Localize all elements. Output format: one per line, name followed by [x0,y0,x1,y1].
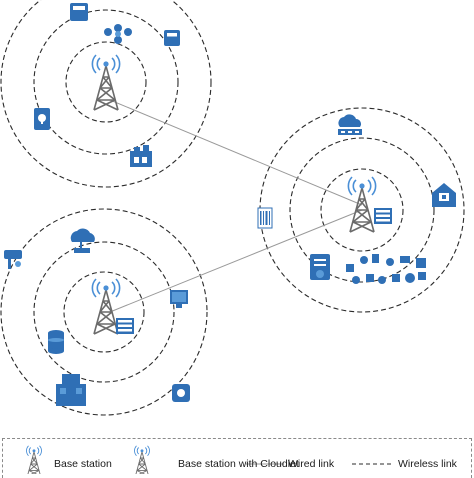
iot-tag-icon [164,30,180,46]
iot-tag-icon [70,3,88,21]
ring-outer [0,208,208,416]
security-camera-icon [4,250,22,269]
ring-inner [65,41,147,123]
database-icon [48,330,64,354]
wired-link-bottom-right [109,209,363,313]
server-rack-icon [374,208,392,224]
cloud-server-icon [338,114,362,135]
ring-inner [63,271,145,353]
document-icon [310,254,330,280]
factory-icon [130,145,152,167]
wired-links [109,99,363,313]
cell-bottom-left-rings [0,208,208,416]
ring-outer [0,0,212,188]
server-rack-icon [116,318,134,334]
cube-stack-icon [56,374,86,406]
legend-wireless-label: Wireless link [398,458,457,470]
legend-box [2,438,472,478]
barcode-icon [257,207,273,229]
lock-icon [34,108,50,130]
cloud-icon [70,228,95,253]
wired-link-top-right [109,99,363,206]
legend-cloudlet-label: Base station with Cloudlet [178,458,299,470]
iot-devices-cluster-icon [346,254,426,284]
smart-home-icon [432,183,456,207]
base-station-top-left [91,54,121,111]
cell-right-rings [259,107,465,313]
ring-inner [320,168,404,252]
base-station-cloudlet-bottom-left [91,278,121,335]
ring-middle [33,241,175,383]
drone-icon [104,24,132,44]
ring-outer [259,107,465,313]
media-icon [172,384,190,402]
cell-top-left-rings [0,0,212,188]
monitor-icon [170,290,188,308]
ring-middle [289,137,435,283]
legend-base-station-label: Base station [54,458,112,470]
ring-middle [33,9,179,155]
legend-wired-label: Wired link [288,458,335,470]
